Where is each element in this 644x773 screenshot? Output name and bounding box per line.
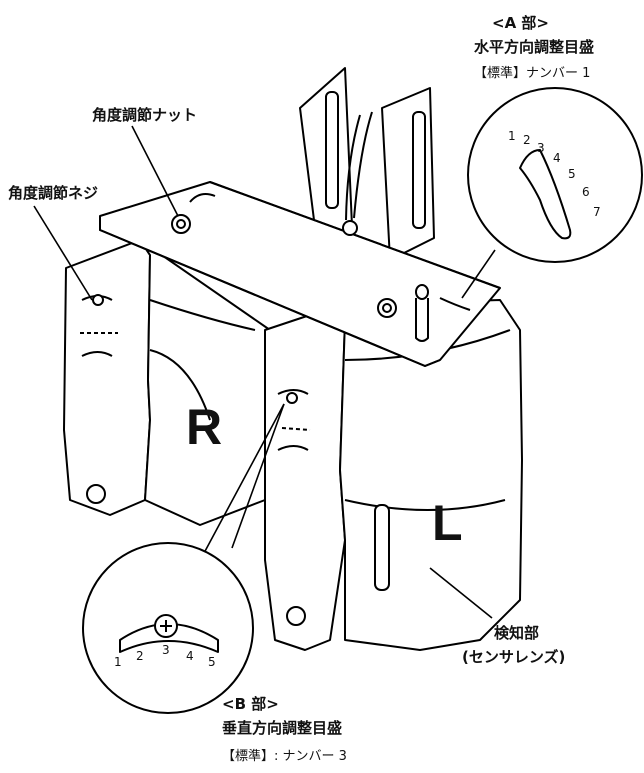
v-scale-num: 5 — [208, 655, 216, 669]
mount-bracket-right — [381, 87, 435, 261]
b-part-label: <B 部> — [222, 695, 279, 713]
leader-line-a — [461, 249, 496, 299]
leader-line-b — [195, 403, 285, 569]
sensor-unit-right — [63, 239, 271, 526]
leader-line-b2 — [231, 403, 285, 549]
a-part-label: <A 部> — [492, 14, 549, 32]
detail-circle-a — [467, 87, 643, 263]
leader-line-sensor — [429, 567, 493, 619]
left-unit-letter: L — [432, 495, 463, 551]
h-scale-num: 6 — [582, 185, 590, 199]
angle-screw-label: 角度調節ネジ — [8, 184, 99, 202]
sensor-unit-left — [264, 299, 523, 651]
b-title-label: 垂直方向調整目盛 — [222, 719, 343, 737]
right-unit-letter: R — [186, 399, 223, 455]
horizontal-scale: 1 2 3 4 5 6 7 — [508, 129, 601, 219]
mounting-plate — [99, 181, 501, 367]
detail-circle-b — [82, 542, 254, 714]
leader-line-nut — [131, 125, 179, 217]
v-scale-num: 2 — [136, 649, 144, 663]
h-scale-num: 1 — [508, 129, 516, 143]
h-scale-num: 5 — [568, 167, 576, 181]
angle-nut-label: 角度調節ナット — [92, 106, 198, 124]
vertical-scale: 1 2 3 4 5 — [114, 643, 216, 669]
a-standard-label: 【標準】ナンバー 1 — [474, 66, 591, 81]
v-scale-num: 3 — [162, 643, 170, 657]
h-scale-num: 3 — [537, 141, 545, 155]
sensor-lens-label: (センサレンズ) — [462, 648, 566, 666]
b-standard-label: 【標準】: ナンバー 3 — [222, 749, 347, 764]
sensor-cable — [353, 111, 373, 219]
sensor-part-label: 検知部 — [494, 624, 540, 642]
a-title-label: 水平方向調整目盛 — [474, 38, 595, 56]
h-scale-num: 7 — [593, 205, 601, 219]
leader-line-screw — [33, 205, 93, 301]
v-scale-num: 4 — [186, 649, 194, 663]
h-scale-num: 4 — [553, 151, 561, 165]
v-scale-num: 1 — [114, 655, 122, 669]
h-scale-num: 2 — [523, 133, 531, 147]
